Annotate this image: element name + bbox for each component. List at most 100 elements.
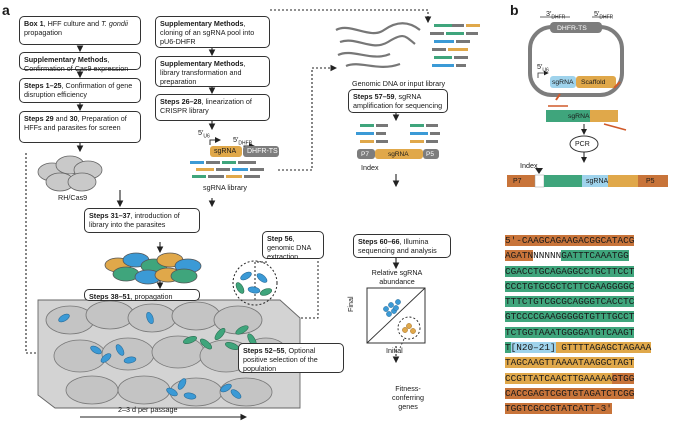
primer-sgrna-label: sgRNA [568, 113, 590, 120]
box-hff-species: T. gondii [101, 19, 129, 28]
amplicon-sequence: 5′-CAAGCAGAAGACGGCATACG AGATNNNNNNGATTTCA… [505, 233, 673, 417]
genomic-dna-label: Genomic DNA or input library [352, 79, 446, 88]
sgrna-construct [209, 137, 279, 157]
plasmid-diagram [528, 16, 624, 101]
sequence-segment: GTGG [611, 372, 635, 384]
final-sgrna-label: sgRNA [586, 178, 609, 185]
sequence-segment: GTTTTAGAGCTAGAAA [555, 342, 652, 354]
sequence-segment: CGACCTGCAGAGGCCTGCTTCCT [505, 265, 635, 277]
plasmid-sgrna-label: sgRNA [552, 79, 574, 86]
amplicon-diagram [357, 149, 439, 159]
sequence-segment: [N20–21] [510, 342, 556, 354]
sequence-segment: GATTTCAAATGG [561, 250, 629, 262]
final-p5-label: P5 [646, 178, 655, 185]
box-prep-and: and [53, 114, 70, 123]
final-p7-label: P7 [513, 178, 522, 185]
transfected-parasites [104, 252, 202, 285]
sgrna-library-label: sgRNA library [203, 183, 247, 192]
panel-label-a: a [2, 2, 10, 18]
final-index-label: Index [520, 161, 538, 170]
host-cells-cas9 [37, 155, 103, 192]
box-sgrna-amplification: Steps 57–59, sgRNA amplification for seq… [348, 89, 448, 113]
primer-amplicon [546, 105, 627, 163]
sequence-segment: 5′-CAAGCAGAAGACGGCATACG [505, 235, 635, 246]
box-hff-rest: propagation [24, 28, 62, 37]
col1-arrows [76, 45, 124, 208]
box-dna-extraction: Step 56, genomic DNA extraction [262, 231, 324, 261]
final-amplicon [507, 168, 668, 188]
box-amplification-text: , sgRNA amplification for sequencing [353, 92, 443, 110]
amplified-stacks [356, 124, 440, 143]
sequence-segment: TCTGGTAAATGGGGATGTCAAGT [505, 326, 635, 338]
construct-sgrna-label: sgRNA [214, 148, 237, 155]
box-linearization: Steps 26–28, linearization of CRISPR lib… [155, 94, 270, 121]
sgrna-library-strands [190, 161, 264, 178]
plasmid-scaffold-label: Scaffold [581, 79, 606, 86]
box-disruption-title: Steps 1–25 [24, 81, 62, 90]
sequence-segment: CCCTGTGCGCTCTTCGAAGGGGC [505, 280, 635, 292]
box-selection-title: Steps 52–55 [243, 346, 285, 355]
fitness-genes-label: Fitness-conferring genes [392, 384, 424, 411]
box-hff-title: Box 1 [24, 19, 44, 28]
box-cloning-text: , cloning of an sgRNA pool into pU6-DHFR [160, 19, 255, 46]
selected-population [232, 260, 278, 306]
abundance-plot [366, 287, 426, 349]
plasmid-5dhfr-label: 5′DHFR [594, 9, 614, 21]
box-gene-disruption: Steps 1–25, Confirmation of gene disrupt… [19, 78, 141, 103]
amplicon-sgrna-label: sgRNA [388, 151, 409, 158]
sequence-segment: TAGCAAGTTAAAATAAGGCTAGT [505, 357, 635, 369]
sequence-line: TCTGGTAAATGGGGATGTCAAGT [505, 325, 673, 340]
sequence-segment: T [505, 342, 511, 354]
construct-5dhfr-label: 5′DHFR [233, 135, 253, 147]
box-cas9-text: , Confirmation of Cas9 expression [24, 55, 129, 73]
box-illumina-sequencing: Steps 60–66, Illumina sequencing and ana… [353, 234, 451, 258]
box-amplification-title: Steps 57–59 [353, 92, 395, 101]
dotted-path-library [278, 64, 338, 171]
x-axis-label: Initial [386, 346, 403, 355]
sequence-line: TGGTCGCCGTATCATT-3′ [505, 401, 673, 416]
sequence-line: CACCGAGTCGGTGTAGATCTCGG [505, 386, 673, 401]
box-illumina-title: Steps 60–66 [358, 237, 400, 246]
sequence-line: TTTCTGTCGCGCAGGGTCACCTC [505, 294, 673, 309]
amplicon-p5-label: P5 [426, 151, 434, 158]
sequence-line: CGACCTGCAGAGGCCTGCTTCCT [505, 264, 673, 279]
sequence-line: GTCCCCGAAGGGGGTGTTTGCCT [505, 309, 673, 324]
plasmid-5u6-label: 5′U6 [537, 62, 549, 74]
y-axis-label: Final [346, 296, 355, 312]
box-disruption-text: , Confirmation of gene disruption effici… [24, 81, 133, 99]
sequence-segment: CACCGAGTCGGTGTAGATCTCGG [505, 387, 635, 399]
box-propagation-text: , propagation [130, 292, 173, 301]
relative-abundance-title: Relative sgRNA abundance [371, 268, 423, 286]
box-propagation: Steps 38–51, propagation [84, 289, 200, 301]
box-transformation-title: Supplementary Methods [160, 59, 244, 68]
box-prep-text: , Preparation of HFFs and parasites for … [24, 114, 127, 132]
box-hff-text: , HFF culture and [43, 19, 102, 28]
box-extraction-title: Step 56 [267, 234, 293, 243]
box-screen-prep: Steps 29 and 30, Preparation of HFFs and… [19, 111, 141, 143]
box-prep-title: Steps 29 [24, 114, 54, 123]
box-sgrna-cloning: Supplementary Methods, cloning of an sgR… [155, 16, 270, 48]
sequence-line: AGATNNNNNNGATTTCAAATGG [505, 248, 673, 263]
construct-dhfrts-label: DHFR-TS [247, 148, 278, 155]
sequence-segment: GTCCCCGAAGGGGGTGTTTGCCT [505, 311, 635, 323]
sequence-line: CCCTGTGCGCTCTTCGAAGGGGC [505, 279, 673, 294]
box-propagation-title: Steps 38–51 [89, 292, 131, 301]
sequence-line: T[N20–21] GTTTTAGAGCTAGAAA [505, 340, 673, 355]
box-library-transformation: Supplementary Methods, library transform… [155, 56, 270, 87]
box-illumina-text: , Illumina sequencing and analysis [358, 237, 437, 255]
pcr-label: PCR [575, 141, 590, 148]
sequence-segment: CCGTTATCAACTTGAAAAA [505, 372, 612, 384]
sequence-line: TAGCAAGTTAAAATAAGGCTAGT [505, 355, 673, 370]
construct-5u6-label: 5′U6 [198, 128, 210, 140]
genomic-dna-strands [335, 22, 421, 68]
col2-arrows [156, 48, 216, 290]
box-introduction-title: Steps 31–37 [89, 211, 131, 220]
panel-label-b: b [510, 2, 519, 18]
sequence-segment: TTTCTGTCGCGCAGGGTCACCTC [505, 296, 635, 308]
box-transformation-text: , library transformation and preparation [160, 59, 246, 86]
plasmid-3dhfr-label: 3′DHFR [546, 9, 566, 21]
box-cas9-expression: Supplementary Methods, Confirmation of C… [19, 52, 141, 73]
box-extraction-text: , genomic DNA extraction [267, 234, 311, 261]
dotted-path-top [270, 9, 432, 24]
